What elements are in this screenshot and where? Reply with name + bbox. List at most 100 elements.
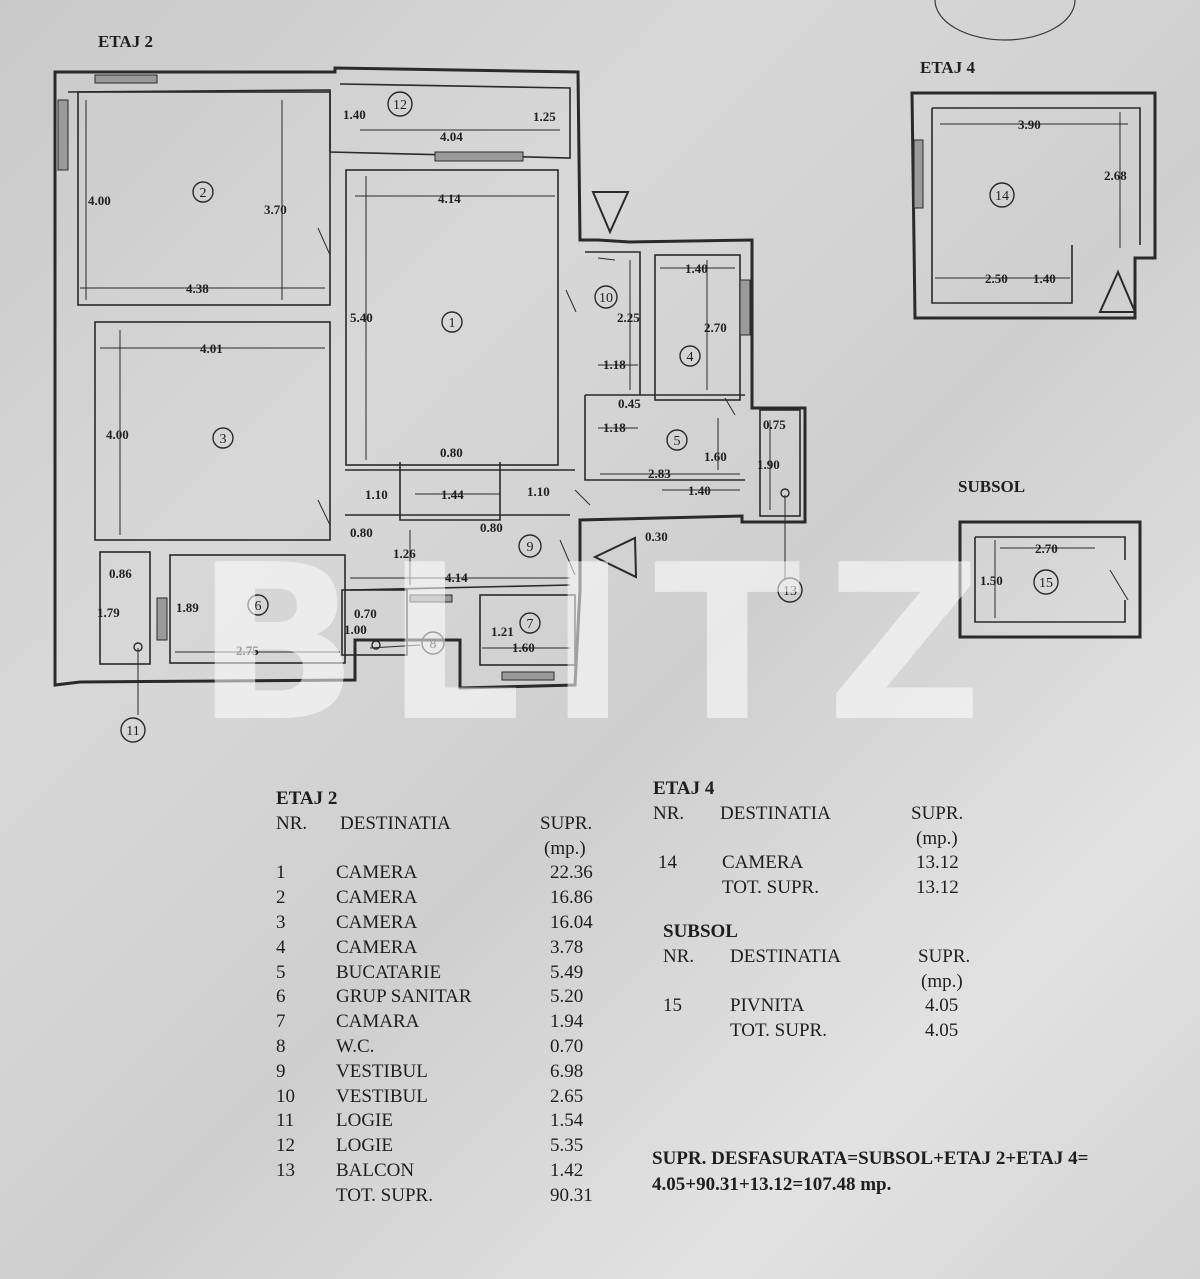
dim-text: 0.86 <box>109 566 132 581</box>
cell-destinatia: PIVNITA <box>730 995 805 1017</box>
window-room1 <box>434 151 524 162</box>
subsol-table-unit-row: (mp.) <box>663 970 1003 995</box>
table-row: TOT. SUPR.90.31 <box>276 1184 636 1209</box>
dim-text: 4.14 <box>445 570 468 585</box>
room-5-walls <box>584 251 745 481</box>
cell-nr: 8 <box>276 1035 286 1057</box>
dim-text: 1.60 <box>512 640 535 655</box>
cell-destinatia: TOT. SUPR. <box>336 1184 433 1206</box>
svg-text:11: 11 <box>126 724 139 739</box>
dim-text: 0.80 <box>480 520 503 535</box>
subsol-table-header: NR. DESTINATIA SUPR. <box>663 945 1003 970</box>
cell-destinatia: VESTIBUL <box>336 1060 428 1082</box>
corridor-bottom-wall <box>349 584 571 591</box>
etaj4-table-header: NR. DESTINATIA SUPR. <box>653 802 993 827</box>
room-marker-6: 6 <box>247 594 269 616</box>
dim-text: 1.40 <box>685 261 708 276</box>
svg-text:9: 9 <box>527 540 534 555</box>
cell-destinatia: TOT. SUPR. <box>722 877 819 899</box>
dim-text: 4.01 <box>200 341 223 356</box>
dim-text: 0.70 <box>354 606 377 621</box>
cell-destinatia: CAMARA <box>336 1011 420 1033</box>
cell-suprafata: 16.04 <box>550 911 593 933</box>
cell-destinatia: CAMERA <box>722 852 804 874</box>
cell-destinatia: CAMERA <box>336 936 418 958</box>
col-dest-header: DESTINATIA <box>340 812 451 834</box>
dim-text: 1.18 <box>603 420 626 435</box>
cell-nr: 3 <box>276 911 286 933</box>
cell-destinatia: BUCATARIE <box>336 961 442 983</box>
cell-suprafata: 22.36 <box>550 862 593 884</box>
col-nr-header: NR. <box>276 812 308 834</box>
door-swings <box>317 227 736 576</box>
dim-text: 0.75 <box>763 417 786 432</box>
dim-text: 2.68 <box>1104 168 1127 183</box>
dim-text: 1.40 <box>688 483 711 498</box>
dim-text: 0.80 <box>440 445 463 460</box>
room-marker-8: 8 <box>421 631 445 655</box>
cell-suprafata: 5.35 <box>550 1135 584 1157</box>
dim-text: 1.00 <box>344 622 367 637</box>
etaj4-inner-wall <box>931 107 1141 304</box>
cell-destinatia: VESTIBUL <box>336 1085 428 1107</box>
stamp-arc <box>934 0 1076 41</box>
dim-text: 1.79 <box>97 605 120 620</box>
cell-suprafata: 4.05 <box>925 995 959 1017</box>
etaj4-outer-wall <box>910 91 1157 320</box>
subsol-plan-title: SUBSOL <box>958 477 1025 496</box>
dim-text: 1.60 <box>704 449 727 464</box>
cell-nr: 9 <box>276 1060 286 1082</box>
dim-text: 1.25 <box>533 109 556 124</box>
dim-text: 4.04 <box>440 129 463 144</box>
room-marker-7: 7 <box>519 612 541 634</box>
svg-text:5: 5 <box>674 434 681 449</box>
svg-text:12: 12 <box>393 98 407 113</box>
cell-destinatia: GRUP SANITAR <box>336 986 472 1008</box>
dim-text: 3.90 <box>1018 117 1041 132</box>
svg-text:14: 14 <box>995 189 1009 204</box>
dim-text: 1.50 <box>980 573 1003 588</box>
svg-text:2: 2 <box>200 186 207 201</box>
cell-suprafata: 1.54 <box>550 1110 584 1132</box>
cell-nr: 12 <box>276 1135 295 1157</box>
svg-text:6: 6 <box>255 599 262 614</box>
dim-text: 0.30 <box>645 529 668 544</box>
subsol-door <box>1109 569 1129 601</box>
etaj4-dimension-lines <box>935 112 1128 279</box>
cell-nr: 1 <box>276 862 286 884</box>
cell-destinatia: BALCON <box>336 1159 415 1181</box>
table-row: 9 VESTIBUL 6.98 <box>276 1060 636 1085</box>
room-1-outline <box>345 169 559 466</box>
room-7-outline <box>479 594 576 666</box>
room-marker-10: 10 <box>594 285 618 309</box>
dimension-lines <box>80 100 786 715</box>
room-marker-5: 5 <box>666 429 688 451</box>
col-unit-header: (mp.) <box>544 837 586 859</box>
table-row: TOT. SUPR.13.12 <box>653 876 993 901</box>
cell-suprafata: 6.98 <box>550 1060 584 1082</box>
cell-destinatia: TOT. SUPR. <box>730 1020 827 1042</box>
etaj2-table-title: ETAJ 2 <box>276 788 338 809</box>
subsol-outer-wall <box>958 520 1142 639</box>
dim-text: 2.50 <box>985 271 1008 286</box>
total-area-summary: SUPR. DESFASURATA=SUBSOL+ETAJ 2+ETAJ 4= … <box>652 1146 1088 1198</box>
cell-suprafata: 5.20 <box>550 986 584 1008</box>
summary-line-1: SUPR. DESFASURATA=SUBSOL+ETAJ 2+ETAJ 4= <box>652 1148 1089 1169</box>
etaj4-table-unit-row: (mp.) <box>653 827 993 852</box>
cell-suprafata: 1.42 <box>550 1159 584 1181</box>
room-marker-2: 2 <box>192 181 214 203</box>
cell-suprafata: 5.49 <box>550 961 584 983</box>
cell-suprafata: 2.65 <box>550 1085 584 1107</box>
corridor-walls <box>345 462 575 521</box>
etaj2-plan: ETAJ 2 <box>53 32 807 743</box>
etaj2-table-unit-row: (mp.) <box>276 837 636 862</box>
